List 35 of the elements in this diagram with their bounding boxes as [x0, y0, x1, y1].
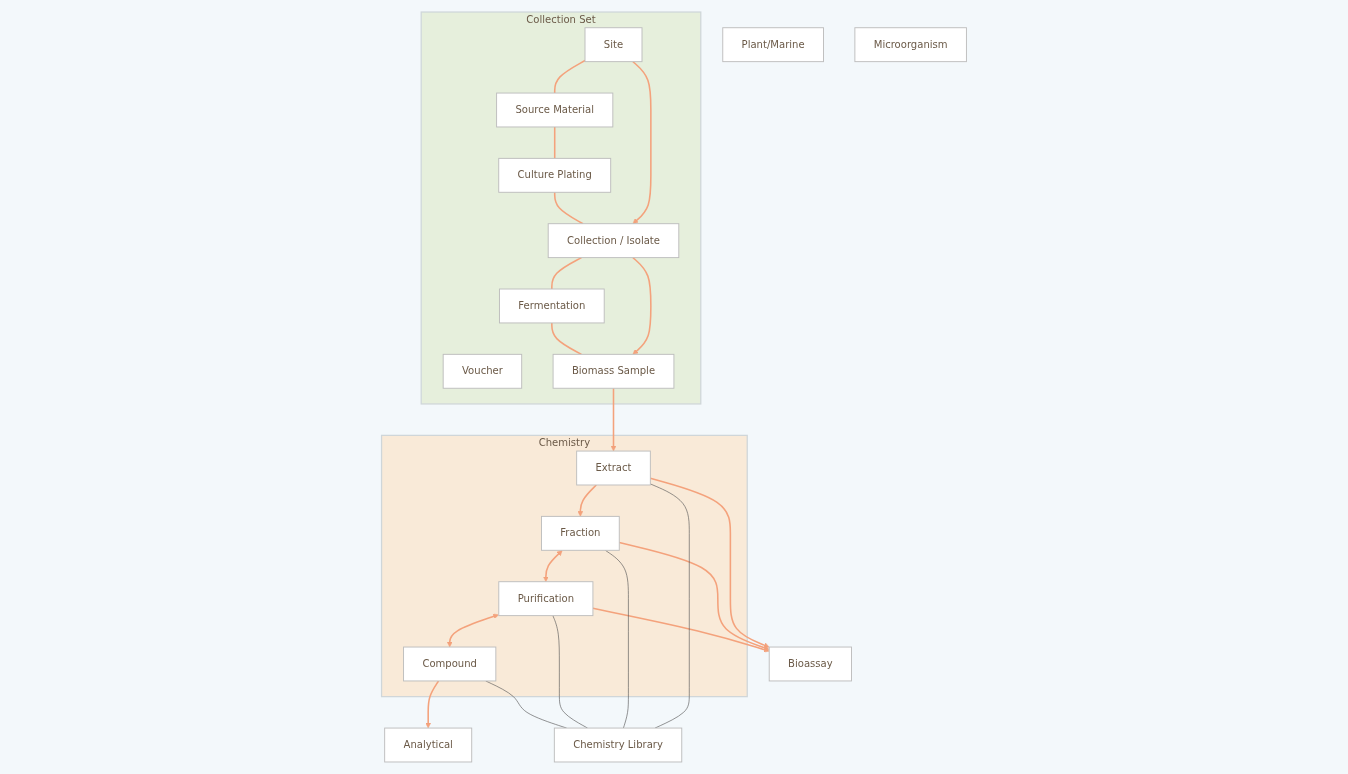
node-box: Site: [584, 27, 643, 63]
node-box: Fraction: [541, 515, 620, 551]
connector: [553, 191, 584, 225]
arrow: [610, 387, 617, 452]
node-box: Purification: [498, 581, 594, 617]
arrow: [618, 541, 770, 651]
arrow: [649, 477, 770, 648]
node-box: Chemistry Library: [553, 727, 683, 763]
node-box: Collection / Isolate: [547, 223, 680, 259]
node-box: Biomass Sample: [552, 353, 675, 389]
node-box: Extract: [576, 450, 651, 486]
connector: [551, 322, 583, 356]
arrow: [446, 613, 499, 648]
arrow: [543, 550, 563, 582]
node-box: Voucher: [442, 353, 523, 389]
connector: [553, 59, 586, 94]
node-box: Plant/Marine: [722, 27, 824, 63]
node-box: Compound: [403, 646, 497, 682]
connector: [553, 126, 556, 160]
connector: [650, 483, 690, 729]
node-box: Fermentation: [499, 288, 605, 324]
arrow: [592, 607, 770, 653]
node-box: Culture Plating: [498, 157, 612, 193]
arrow: [632, 60, 652, 224]
arrow: [425, 680, 440, 729]
connector: [552, 615, 588, 729]
connector: [485, 680, 567, 729]
node-box: Analytical: [384, 727, 473, 763]
connector: [551, 256, 583, 290]
connector: [605, 550, 629, 729]
node-box: Bioassay: [768, 646, 852, 682]
arrow: [632, 256, 652, 355]
node-box: Source Material: [496, 92, 614, 128]
node-box: Microorganism: [854, 27, 967, 63]
arrow: [577, 484, 598, 517]
